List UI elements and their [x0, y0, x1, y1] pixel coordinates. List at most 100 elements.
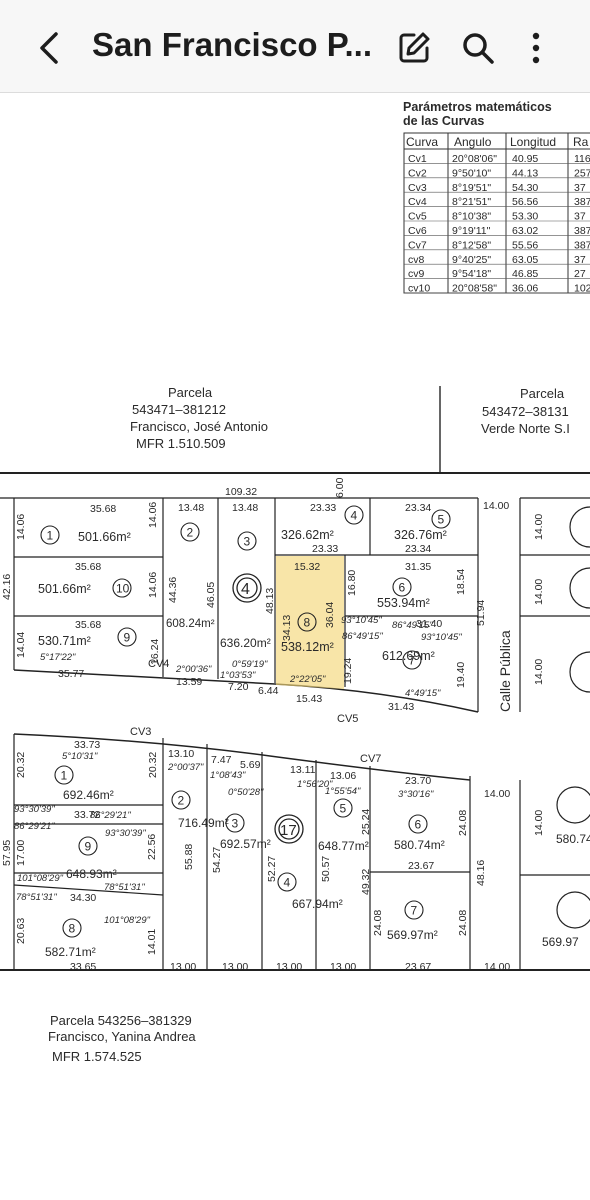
- lot-8-area: 538.12m²: [281, 640, 334, 654]
- lot-6-circle: [408, 814, 428, 834]
- lot-2-area: 716.49m²: [178, 816, 229, 830]
- lot-7-area: 612.69m²: [382, 649, 435, 663]
- arrow-back-icon[interactable]: [30, 28, 70, 68]
- dimension-label: 14.06: [15, 514, 27, 540]
- dimension-label: 31.40: [416, 618, 442, 630]
- table-cell: 9°40'25": [452, 254, 491, 266]
- dimension-label: 34.13: [281, 615, 293, 641]
- lot-9-circle: [117, 627, 137, 647]
- street-label: Calle Pública: [497, 630, 513, 712]
- table-title-line1: Parámetros matemáticos: [403, 100, 552, 114]
- table-header-angulo: Angulo: [454, 135, 492, 149]
- right-lot-circles: [556, 506, 590, 929]
- table-cell: 116: [574, 153, 590, 165]
- lot-8-highlight[interactable]: [276, 556, 344, 689]
- table-cell: cv8: [408, 254, 425, 266]
- angle-label: 3°30'16": [398, 789, 434, 800]
- dimension-label: 31.35: [405, 561, 431, 573]
- lot-3-circle: [237, 531, 257, 551]
- angle-label: 93°30'39": [105, 828, 146, 839]
- dimension-label: 109.32: [225, 486, 257, 498]
- dimension-label: 14.01: [146, 929, 158, 955]
- lot-8-circle: [62, 918, 82, 938]
- cadastral-plan[interactable]: Parámetros matemáticos de las Curvas Cur…: [0, 92, 590, 1200]
- table-cell: Cv4: [408, 196, 427, 208]
- dimension-label: 33.72: [74, 809, 100, 821]
- svg-text:4: 4: [241, 581, 250, 598]
- table-cell: 37: [574, 254, 586, 266]
- more-vert-icon[interactable]: [516, 28, 556, 68]
- angle-label: 86°49'15": [342, 631, 383, 642]
- table-header-longitud: Longitud: [510, 135, 556, 149]
- lot-9-circle: [78, 836, 98, 856]
- lot-7-area: 569.97m²: [387, 928, 438, 942]
- lot-2-circle: [171, 790, 191, 810]
- table-cell: 387: [574, 196, 590, 208]
- edit-icon[interactable]: [394, 28, 434, 68]
- angle-label: 5°17'22": [40, 652, 76, 663]
- curve-parameters-table: Parámetros matemáticos de las Curvas Cur…: [403, 100, 590, 295]
- angle-label: 78°51'31": [104, 882, 145, 893]
- lot-3-number: 3: [232, 817, 239, 831]
- dimension-label: 6.44: [258, 685, 279, 697]
- dimension-label: 34.30: [70, 892, 96, 904]
- dimension-label: 19.40: [455, 662, 467, 688]
- dimension-label: 35.77: [58, 668, 84, 680]
- table-cell: 20°08'58": [452, 283, 497, 295]
- lot-7-number: 7: [409, 654, 416, 668]
- dimension-label: 14.00: [484, 788, 510, 800]
- dimension-label: 6.00: [334, 477, 346, 498]
- lot-8-number: 8: [69, 922, 76, 936]
- dimension-label: 13.10: [168, 748, 194, 760]
- dimension-label: 5.69: [240, 759, 261, 771]
- lot-5-area: 326.76m²: [394, 528, 447, 542]
- angle-label: 2°22'05": [289, 674, 326, 685]
- angle-label: 5°10'31": [62, 751, 98, 762]
- dimension-label: 13.06: [330, 770, 356, 782]
- bottom-block: [0, 733, 590, 971]
- dimension-label: 16.80: [346, 570, 358, 596]
- lot-2-number: 2: [178, 794, 185, 808]
- table-cell: 55.56: [512, 239, 538, 251]
- table-cell: 53.30: [512, 211, 538, 223]
- dimension-label: 35.68: [75, 619, 101, 631]
- search-icon[interactable]: [458, 28, 498, 68]
- svg-text:17: 17: [280, 822, 297, 839]
- dimension-label: 23.34: [405, 502, 431, 514]
- angle-label: 101°08'29": [104, 915, 151, 926]
- lot-4-number: 4: [351, 509, 358, 523]
- dimension-label: 33.65: [70, 961, 96, 973]
- angle-label: 2°00'37": [167, 762, 204, 773]
- lot-1-circle: [40, 525, 60, 545]
- table-cell: 257: [574, 167, 590, 179]
- angle-label: 101°08'29": [17, 873, 64, 884]
- table-cell: 44.13: [512, 167, 538, 179]
- right-area-label: 569.97: [542, 935, 579, 949]
- table-cell: 387: [574, 239, 590, 251]
- dimension-label: 17.00: [15, 840, 27, 866]
- angle-label: 0°59'19": [232, 659, 268, 670]
- parcela-right-label: Parcela 543472–38131 Verde Norte S.I: [481, 386, 570, 436]
- dimension-label: 23.67: [405, 961, 431, 973]
- lot-2-circle: [180, 522, 200, 542]
- dimension-label: 33.73: [74, 739, 100, 751]
- dimension-label: 54.27: [211, 847, 223, 873]
- dimension-label: 24.08: [457, 910, 469, 936]
- lot-8-area: 582.71m²: [45, 945, 96, 959]
- page-title: San Francisco P...: [92, 26, 373, 63]
- dimension-label: 14.00: [533, 579, 545, 605]
- dimension-label: 13.00: [170, 961, 196, 973]
- table-cell: Cv6: [408, 225, 427, 237]
- dimension-label: 14.00: [483, 500, 509, 512]
- table-cell: 46.85: [512, 268, 538, 280]
- svg-text:Parcela: Parcela: [520, 386, 565, 401]
- lot-5-circle: [431, 509, 451, 529]
- dimension-label: 13.00: [276, 961, 302, 973]
- lot-5-number: 5: [438, 513, 445, 527]
- dimension-label: 52.27: [266, 856, 278, 882]
- table-cell: 8°12'58": [452, 239, 491, 251]
- right-area-label: 580.74: [556, 832, 590, 846]
- lot-4-number: 4: [284, 876, 291, 890]
- dimension-label: 23.67: [408, 860, 434, 872]
- table-cell: 9°50'10": [452, 167, 491, 179]
